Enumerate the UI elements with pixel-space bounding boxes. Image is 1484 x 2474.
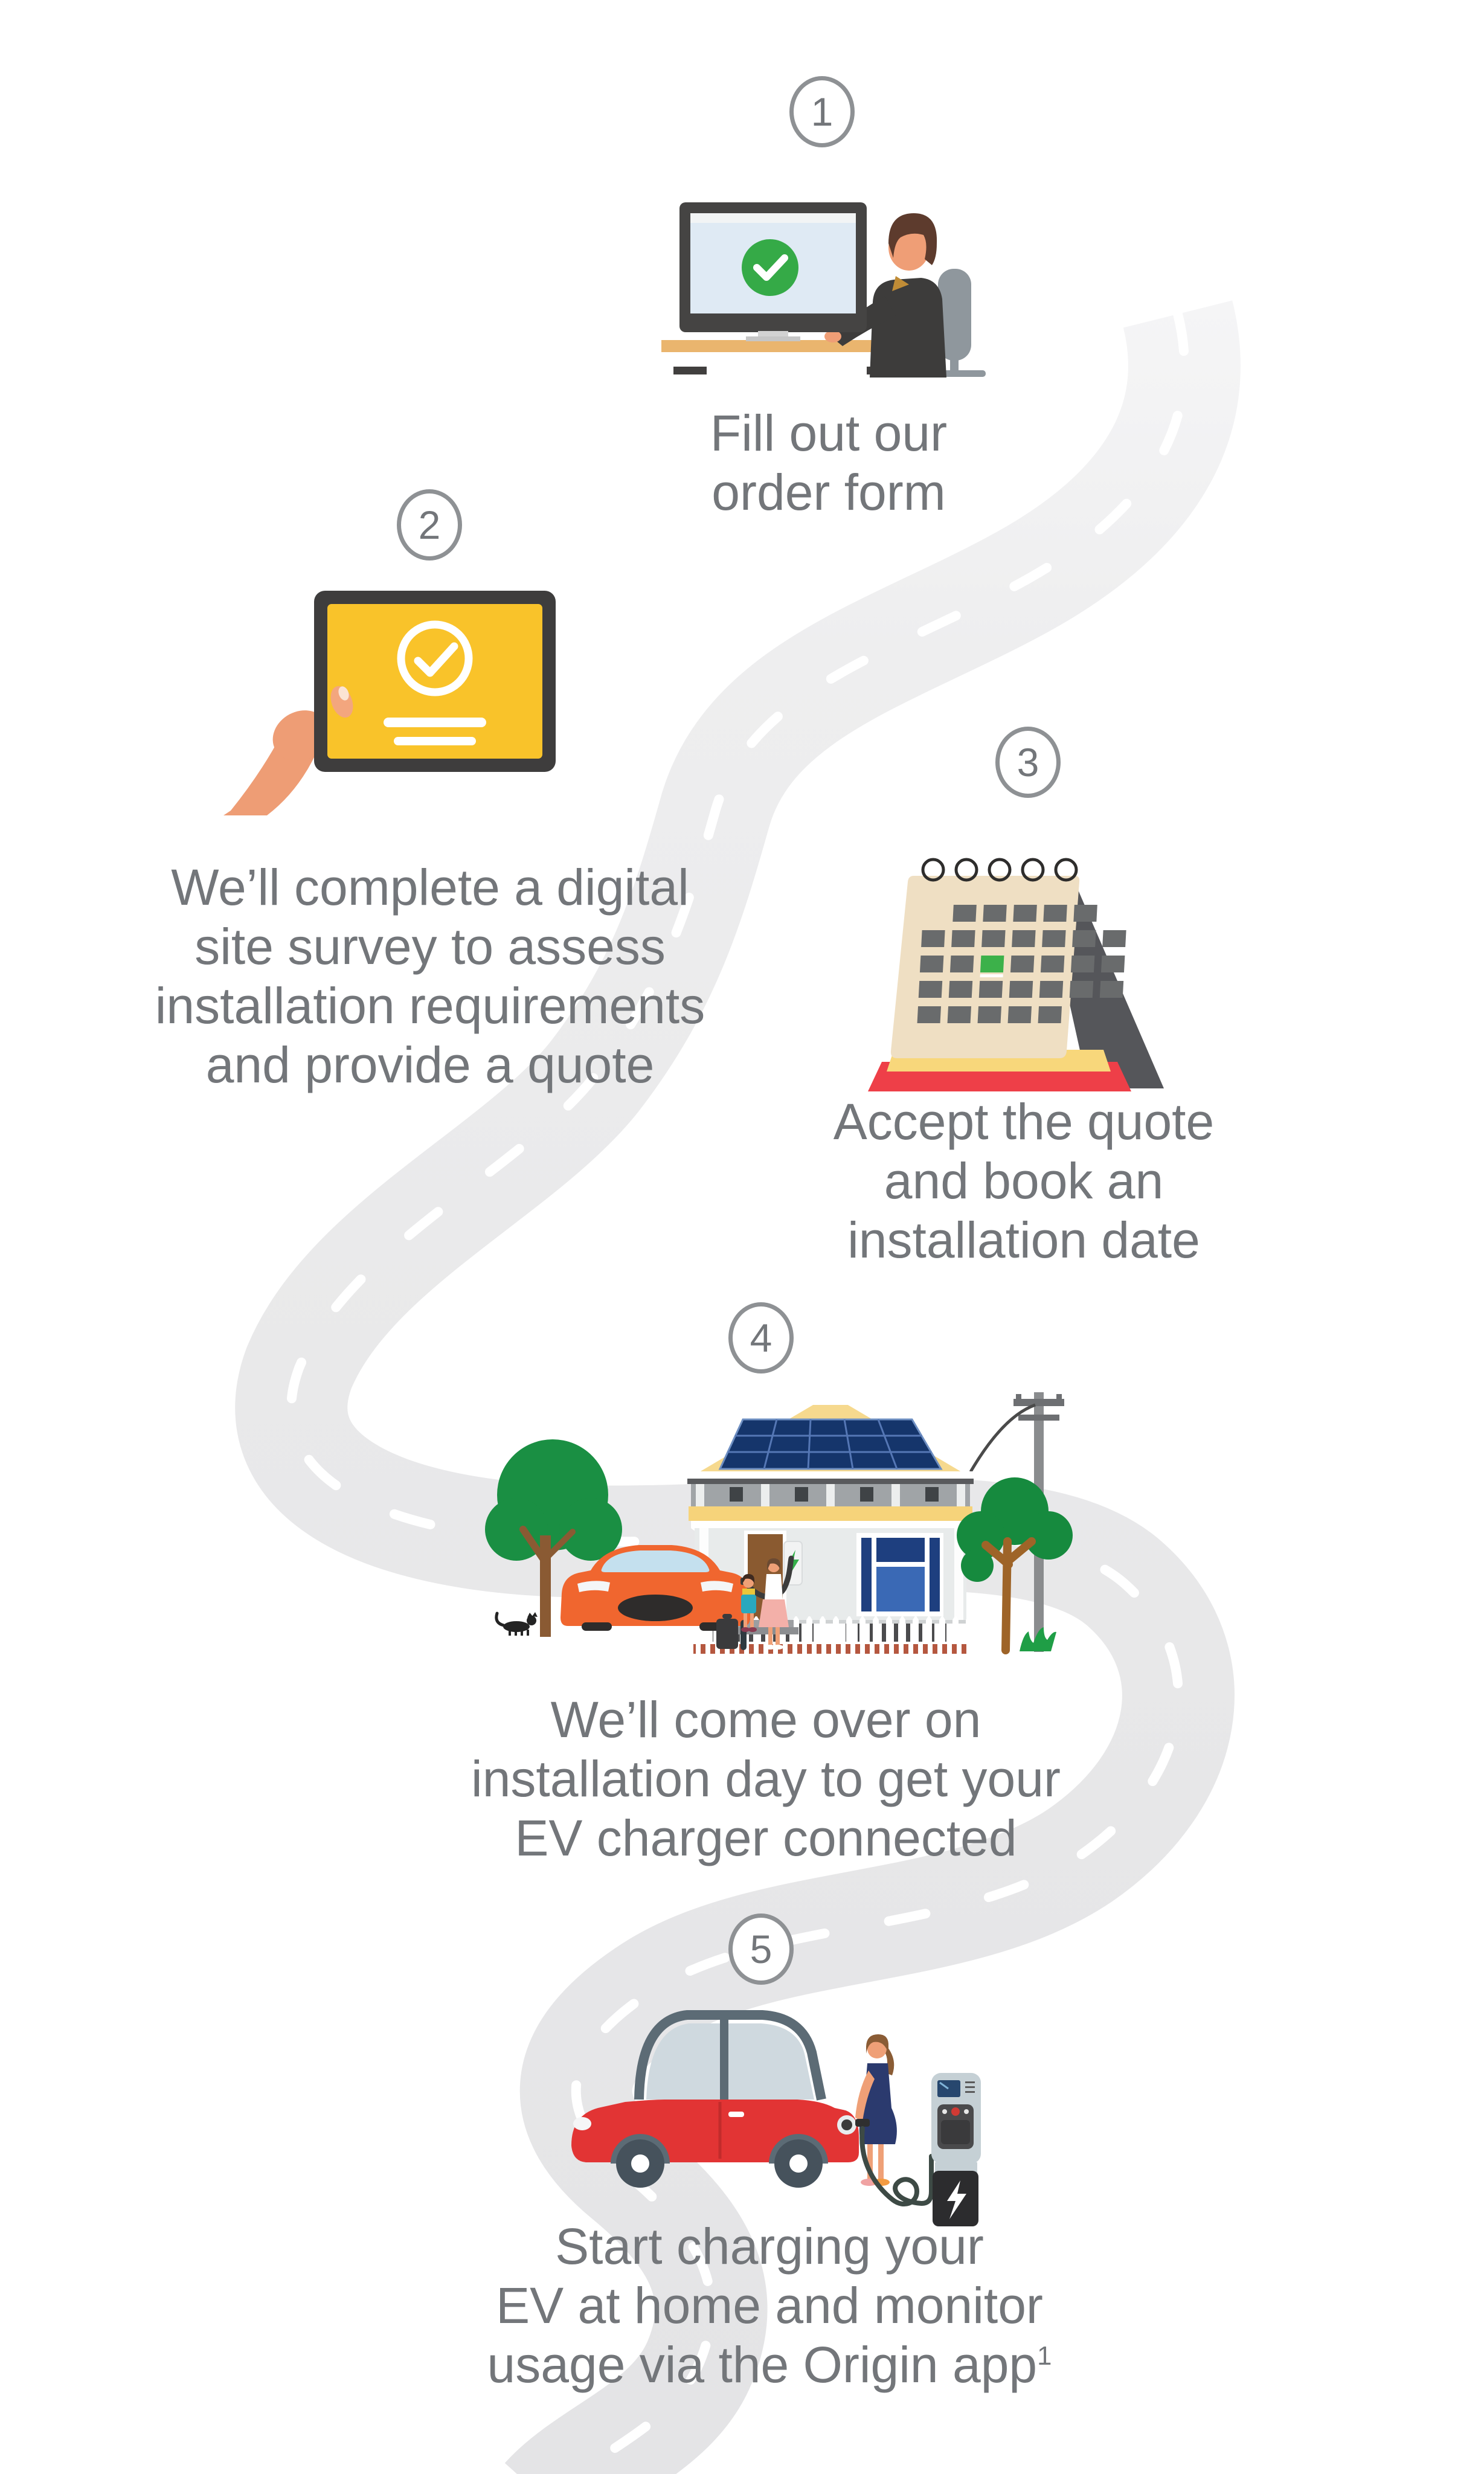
step-3-number-badge: 3 — [995, 727, 1061, 798]
woman — [759, 1558, 789, 1650]
step-number: 4 — [750, 1316, 773, 1360]
family — [716, 1558, 789, 1650]
orange-car — [561, 1545, 750, 1631]
green-check-icon — [742, 239, 798, 296]
caption-line: installation requirements — [155, 977, 705, 1034]
desk-calendar-illustration — [868, 858, 1164, 1091]
awning-band — [689, 1506, 972, 1521]
suitcase — [716, 1619, 738, 1649]
step-number: 1 — [811, 89, 834, 134]
step-4-number-badge: 4 — [728, 1302, 794, 1374]
tablet — [314, 591, 556, 772]
charging-woman — [855, 2034, 897, 2186]
step-number: 3 — [1017, 740, 1039, 785]
step-5-caption: Start charging your EV at home and monit… — [395, 2217, 1144, 2394]
caption-line: usage via the Origin app1 — [487, 2336, 1052, 2393]
green-bolt-icon — [788, 1550, 799, 1575]
step-number: 2 — [418, 503, 441, 547]
child — [741, 1574, 757, 1632]
solar-panels — [718, 1418, 943, 1470]
grass-tuft — [1020, 1627, 1056, 1651]
caption-line: installation date — [847, 1212, 1200, 1268]
computer-monitor — [679, 202, 867, 341]
hand-holding-tablet-illustration — [223, 591, 556, 815]
caption-line: Fill out our — [710, 405, 948, 461]
step-2-number-badge: 2 — [397, 489, 462, 561]
spiral-rings — [921, 858, 1078, 882]
caption-line: and provide a quote — [205, 1036, 655, 1093]
red-ev-car — [571, 2010, 859, 2188]
cat — [495, 1611, 538, 1636]
footnote-marker: 1 — [1037, 2341, 1052, 2371]
caption-line: EV at home and monitor — [496, 2277, 1043, 2334]
charging-station — [859, 2073, 981, 2226]
caption-line: We’ll come over on — [550, 1691, 981, 1748]
caption-line: site survey to assess — [194, 918, 666, 975]
step-1-number-badge: 1 — [789, 76, 855, 147]
highlighted-date — [980, 956, 1004, 972]
charge-nozzle — [855, 2119, 870, 2127]
person-at-computer-illustration — [661, 202, 986, 378]
caption-line: Accept the quote — [833, 1093, 1215, 1150]
tablet-check-icon — [397, 620, 473, 696]
woman-charging-ev-illustration — [571, 2010, 981, 2226]
step-2-caption: We’ll complete a digital site survey to … — [98, 858, 762, 1094]
tree-left — [485, 1439, 622, 1637]
caption-line: and book an — [884, 1152, 1164, 1209]
caption-line: order form — [711, 464, 946, 521]
step-number: 5 — [750, 1927, 773, 1971]
step-5-number-badge: 5 — [728, 1913, 794, 1985]
tree-right — [957, 1477, 1073, 1654]
front-window — [856, 1533, 943, 1616]
step-4-caption: We’ll come over on installation day to g… — [391, 1690, 1140, 1868]
house-installation-illustration — [485, 1392, 1073, 1654]
thumb — [330, 686, 353, 718]
step-3-caption: Accept the quote and book an installatio… — [752, 1092, 1296, 1270]
caption-line: We’ll complete a digital — [171, 859, 689, 916]
brick-base — [693, 1644, 968, 1654]
caption-line: installation day to get your — [471, 1750, 1061, 1807]
caption-line: Start charging your — [555, 2218, 984, 2275]
caption-line: EV charger connected — [515, 1810, 1017, 1866]
step-1-caption: Fill out our order form — [527, 403, 1131, 522]
calendar-date-grid — [917, 905, 1126, 1023]
attic-vents — [730, 1487, 939, 1502]
lightning-bolt-icon — [947, 2180, 966, 2219]
